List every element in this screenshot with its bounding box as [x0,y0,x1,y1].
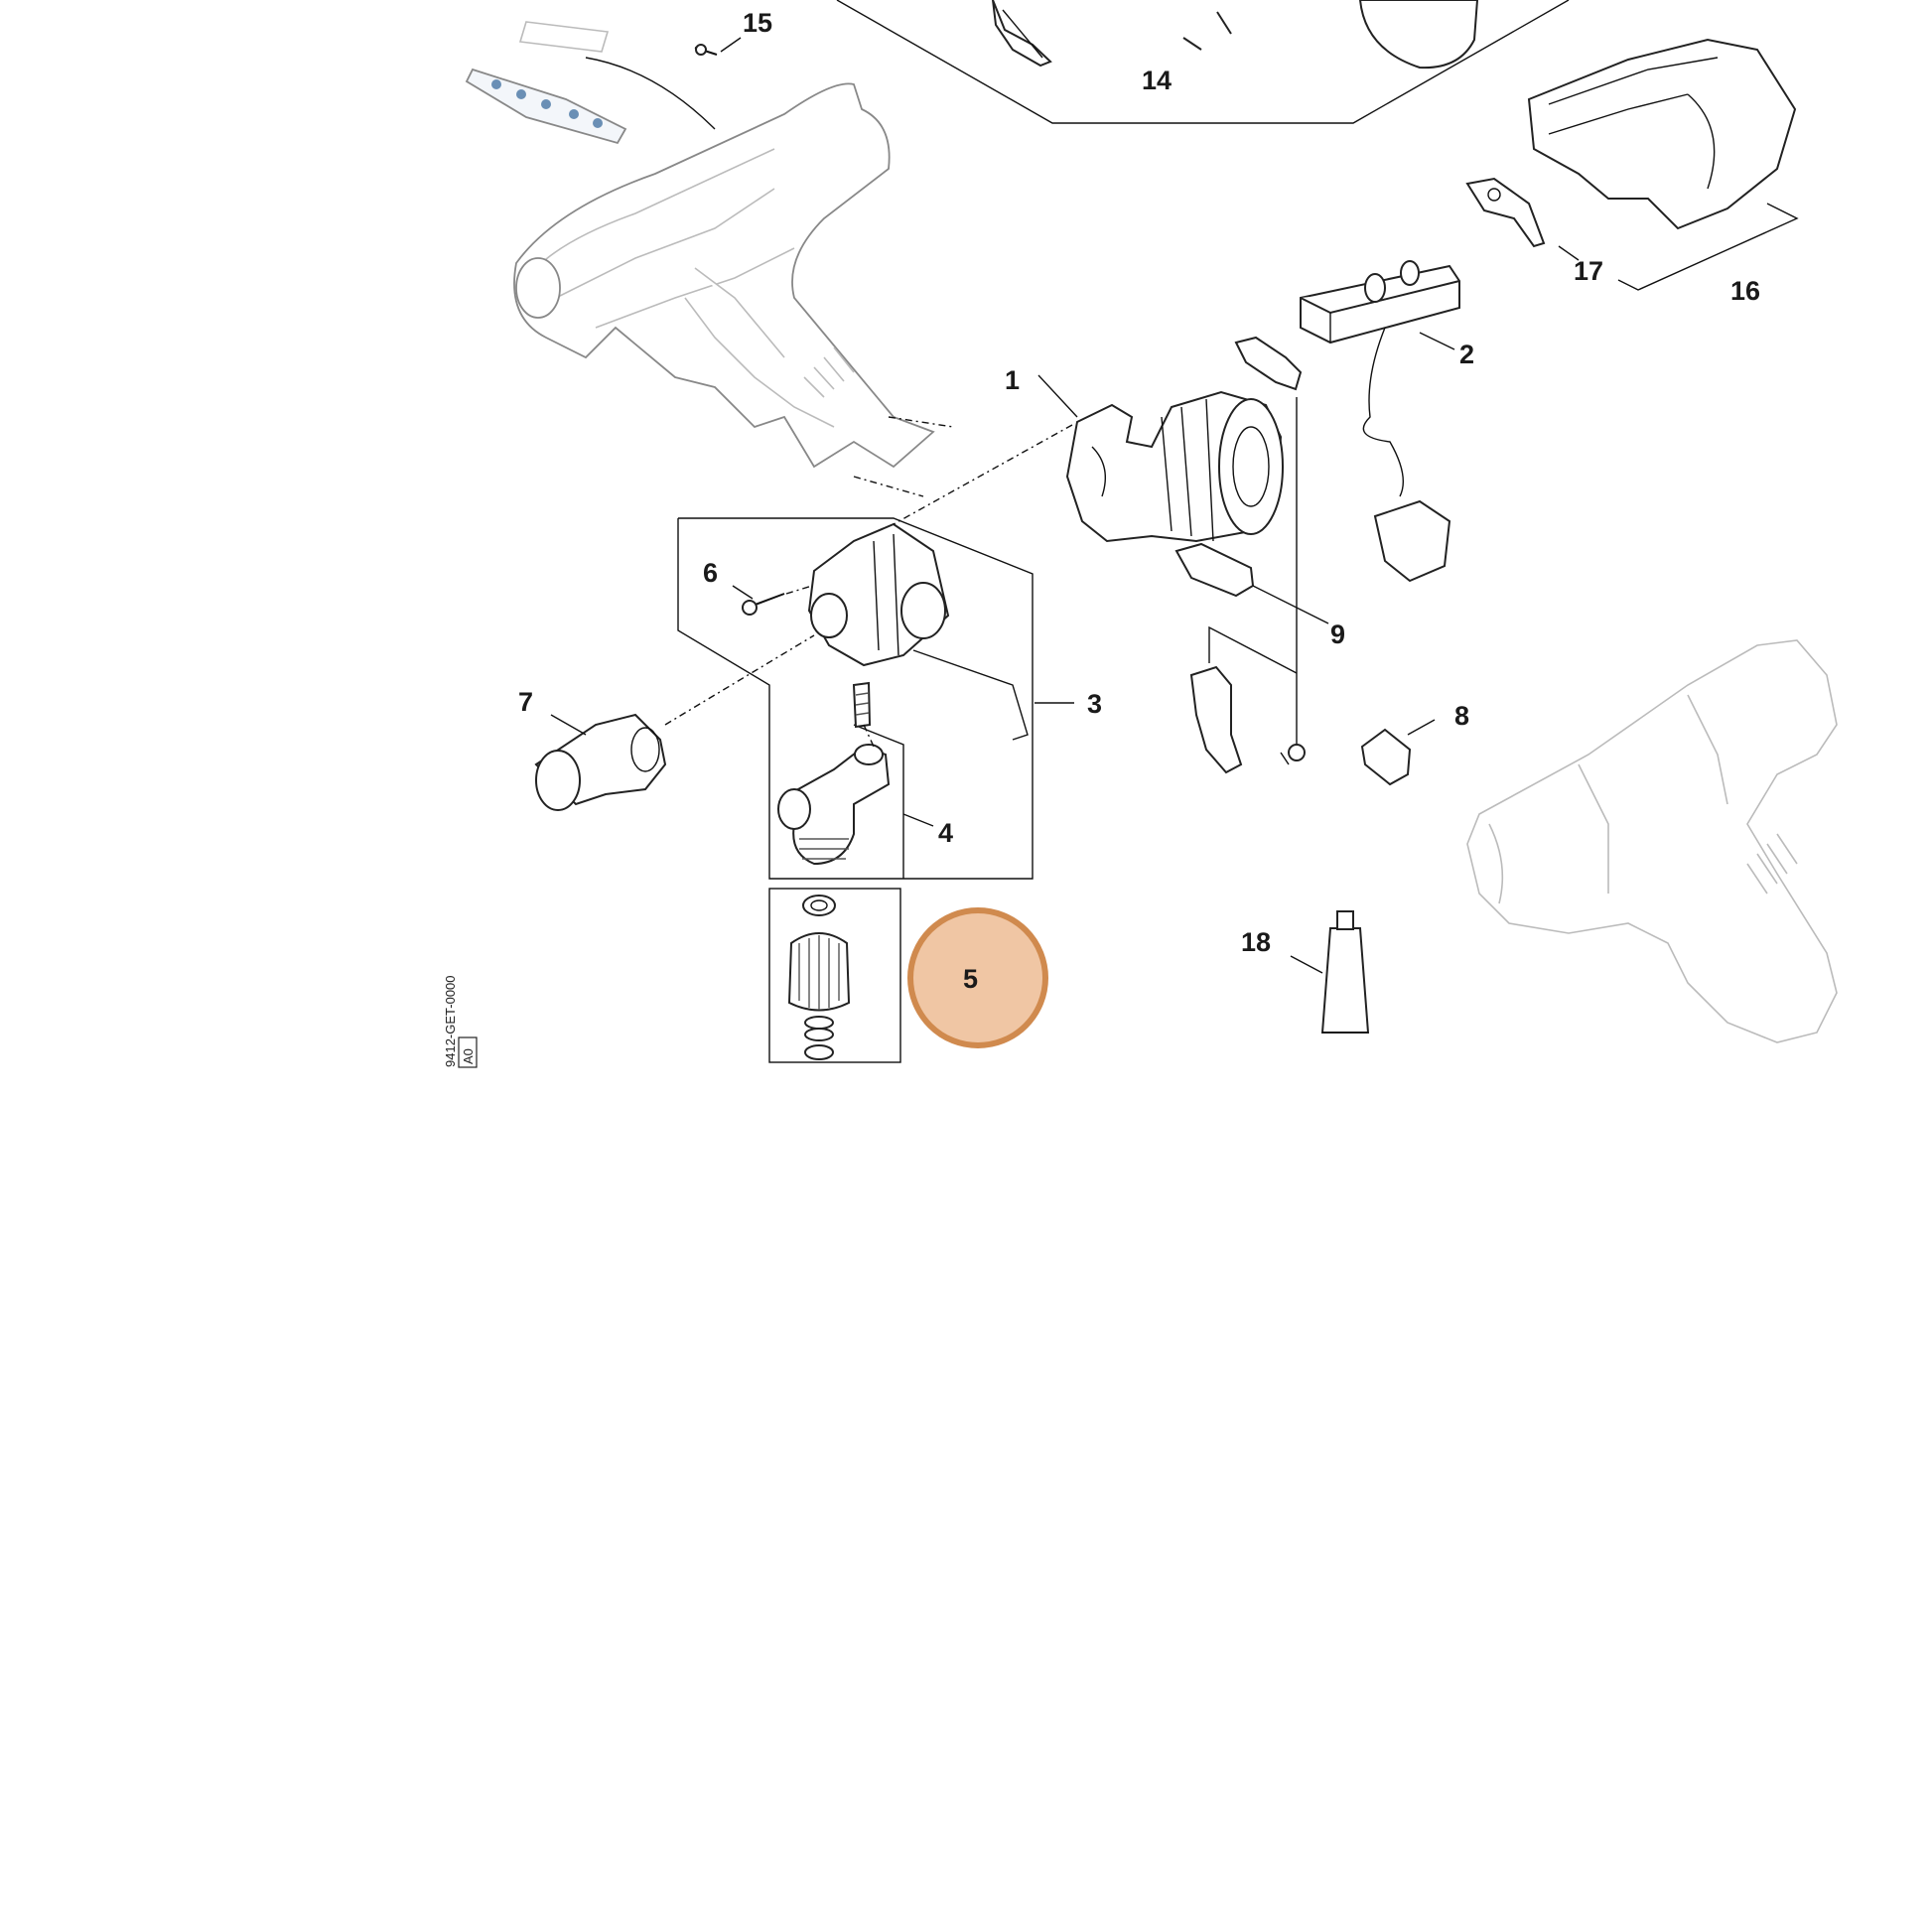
part-16-cover [1527,38,1799,291]
housing-half-left [465,21,954,497]
part-5-kit-box [768,888,953,1063]
top-assembly-bracket [836,0,1570,124]
top-partial-part-right [1358,0,1479,69]
callout-18[interactable]: 18 [1241,927,1271,957]
part-1-motor [1037,374,1284,543]
part-9-slider [1174,542,1329,624]
callout-17[interactable]: 17 [1574,256,1603,286]
top-partial-part-left [992,0,1052,68]
sub-bracket-4 [853,724,934,879]
callout-8[interactable]: 8 [1454,701,1469,731]
part-trigger [1189,625,1298,774]
callout-6[interactable]: 6 [703,558,718,588]
callout-9[interactable]: 9 [1330,620,1345,649]
pump-bracket-3 [677,517,1074,880]
part-8-switch [1360,719,1436,786]
callout-2[interactable]: 2 [1459,340,1474,369]
part-spring [1280,744,1306,765]
part-4-valve [777,681,891,866]
callout-15[interactable]: 15 [743,8,772,38]
drawing-tag: A0 [461,1048,476,1064]
callout-1[interactable]: 1 [1005,365,1020,395]
part-3-pump-head [807,424,1073,741]
drawing-number: 9412-GET-0000 [443,975,458,1067]
callout-14[interactable]: 14 [1142,66,1172,95]
callout-3[interactable]: 3 [1087,689,1102,719]
callout-16[interactable]: 16 [1730,276,1760,306]
callout-4[interactable]: 4 [938,818,953,848]
part-6-screw [732,585,813,616]
part-17-clip [1465,177,1580,261]
part-7-nozzle [534,634,815,811]
callout-5[interactable]: 5 [963,964,978,994]
drawing-reference: 9412-GET-0000 A0 [443,975,478,1068]
callout-5-highlight [907,907,1048,1048]
assembled-tool-view [1466,639,1838,1043]
part-15-screw [694,37,742,56]
part-14-pins [1182,11,1232,51]
part-switch-lever [1234,336,1303,755]
part-2-circuit-box [1300,260,1460,583]
part-18-grease-tube [1290,910,1370,1034]
callout-7[interactable]: 7 [518,687,533,717]
